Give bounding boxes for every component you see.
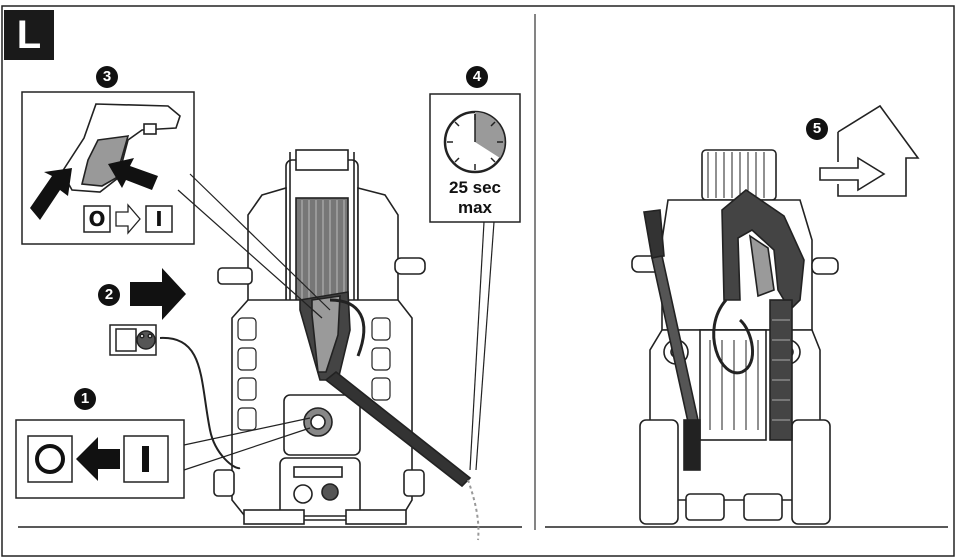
off-symbol-box <box>83 205 111 233</box>
off-symbol-text: O <box>88 207 106 231</box>
step-number-3: 3 <box>96 66 118 88</box>
indoor-storage-house-icon <box>819 104 920 197</box>
trigger-callout-leader-a <box>177 189 323 319</box>
on-symbol-box <box>145 205 173 233</box>
timer-leader-a <box>469 221 485 471</box>
timer-duration: 25 sec <box>449 178 501 197</box>
timer-max: max <box>457 198 493 217</box>
spray-gun-lance-left <box>299 291 480 541</box>
switch-callout-leader-a <box>183 417 311 446</box>
trigger-callout-leader-b <box>189 173 331 311</box>
step-number-4: 4 <box>466 66 488 88</box>
power-plug-icon <box>109 324 157 356</box>
off-symbol-large <box>35 444 65 474</box>
trigger-press-arrow-left-icon <box>30 168 72 220</box>
switch-direction-arrow-icon <box>115 203 141 235</box>
on-symbol-large <box>142 446 149 472</box>
stored-lance <box>643 209 701 471</box>
step-number-5: 5 <box>806 118 828 140</box>
stored-spray-gun <box>721 188 805 441</box>
switch-off-arrow-icon <box>76 437 120 481</box>
stopwatch-icon <box>443 110 507 174</box>
pressure-washer-front <box>213 149 426 525</box>
off-position-box <box>27 435 73 483</box>
power-cord <box>159 336 241 470</box>
figure-label: L <box>4 10 54 60</box>
step-number-2: 2 <box>98 284 120 306</box>
outer-frame <box>1 5 955 557</box>
step-number-1: 1 <box>74 388 96 410</box>
timer-label: 25 sec max <box>430 178 520 218</box>
timer-leader-b <box>475 221 495 471</box>
switch-callout-leader-b <box>183 427 311 471</box>
plug-in-arrow-icon <box>130 268 186 320</box>
on-symbol-text: I <box>155 207 163 231</box>
trigger-press-arrow-right-icon <box>108 158 158 190</box>
